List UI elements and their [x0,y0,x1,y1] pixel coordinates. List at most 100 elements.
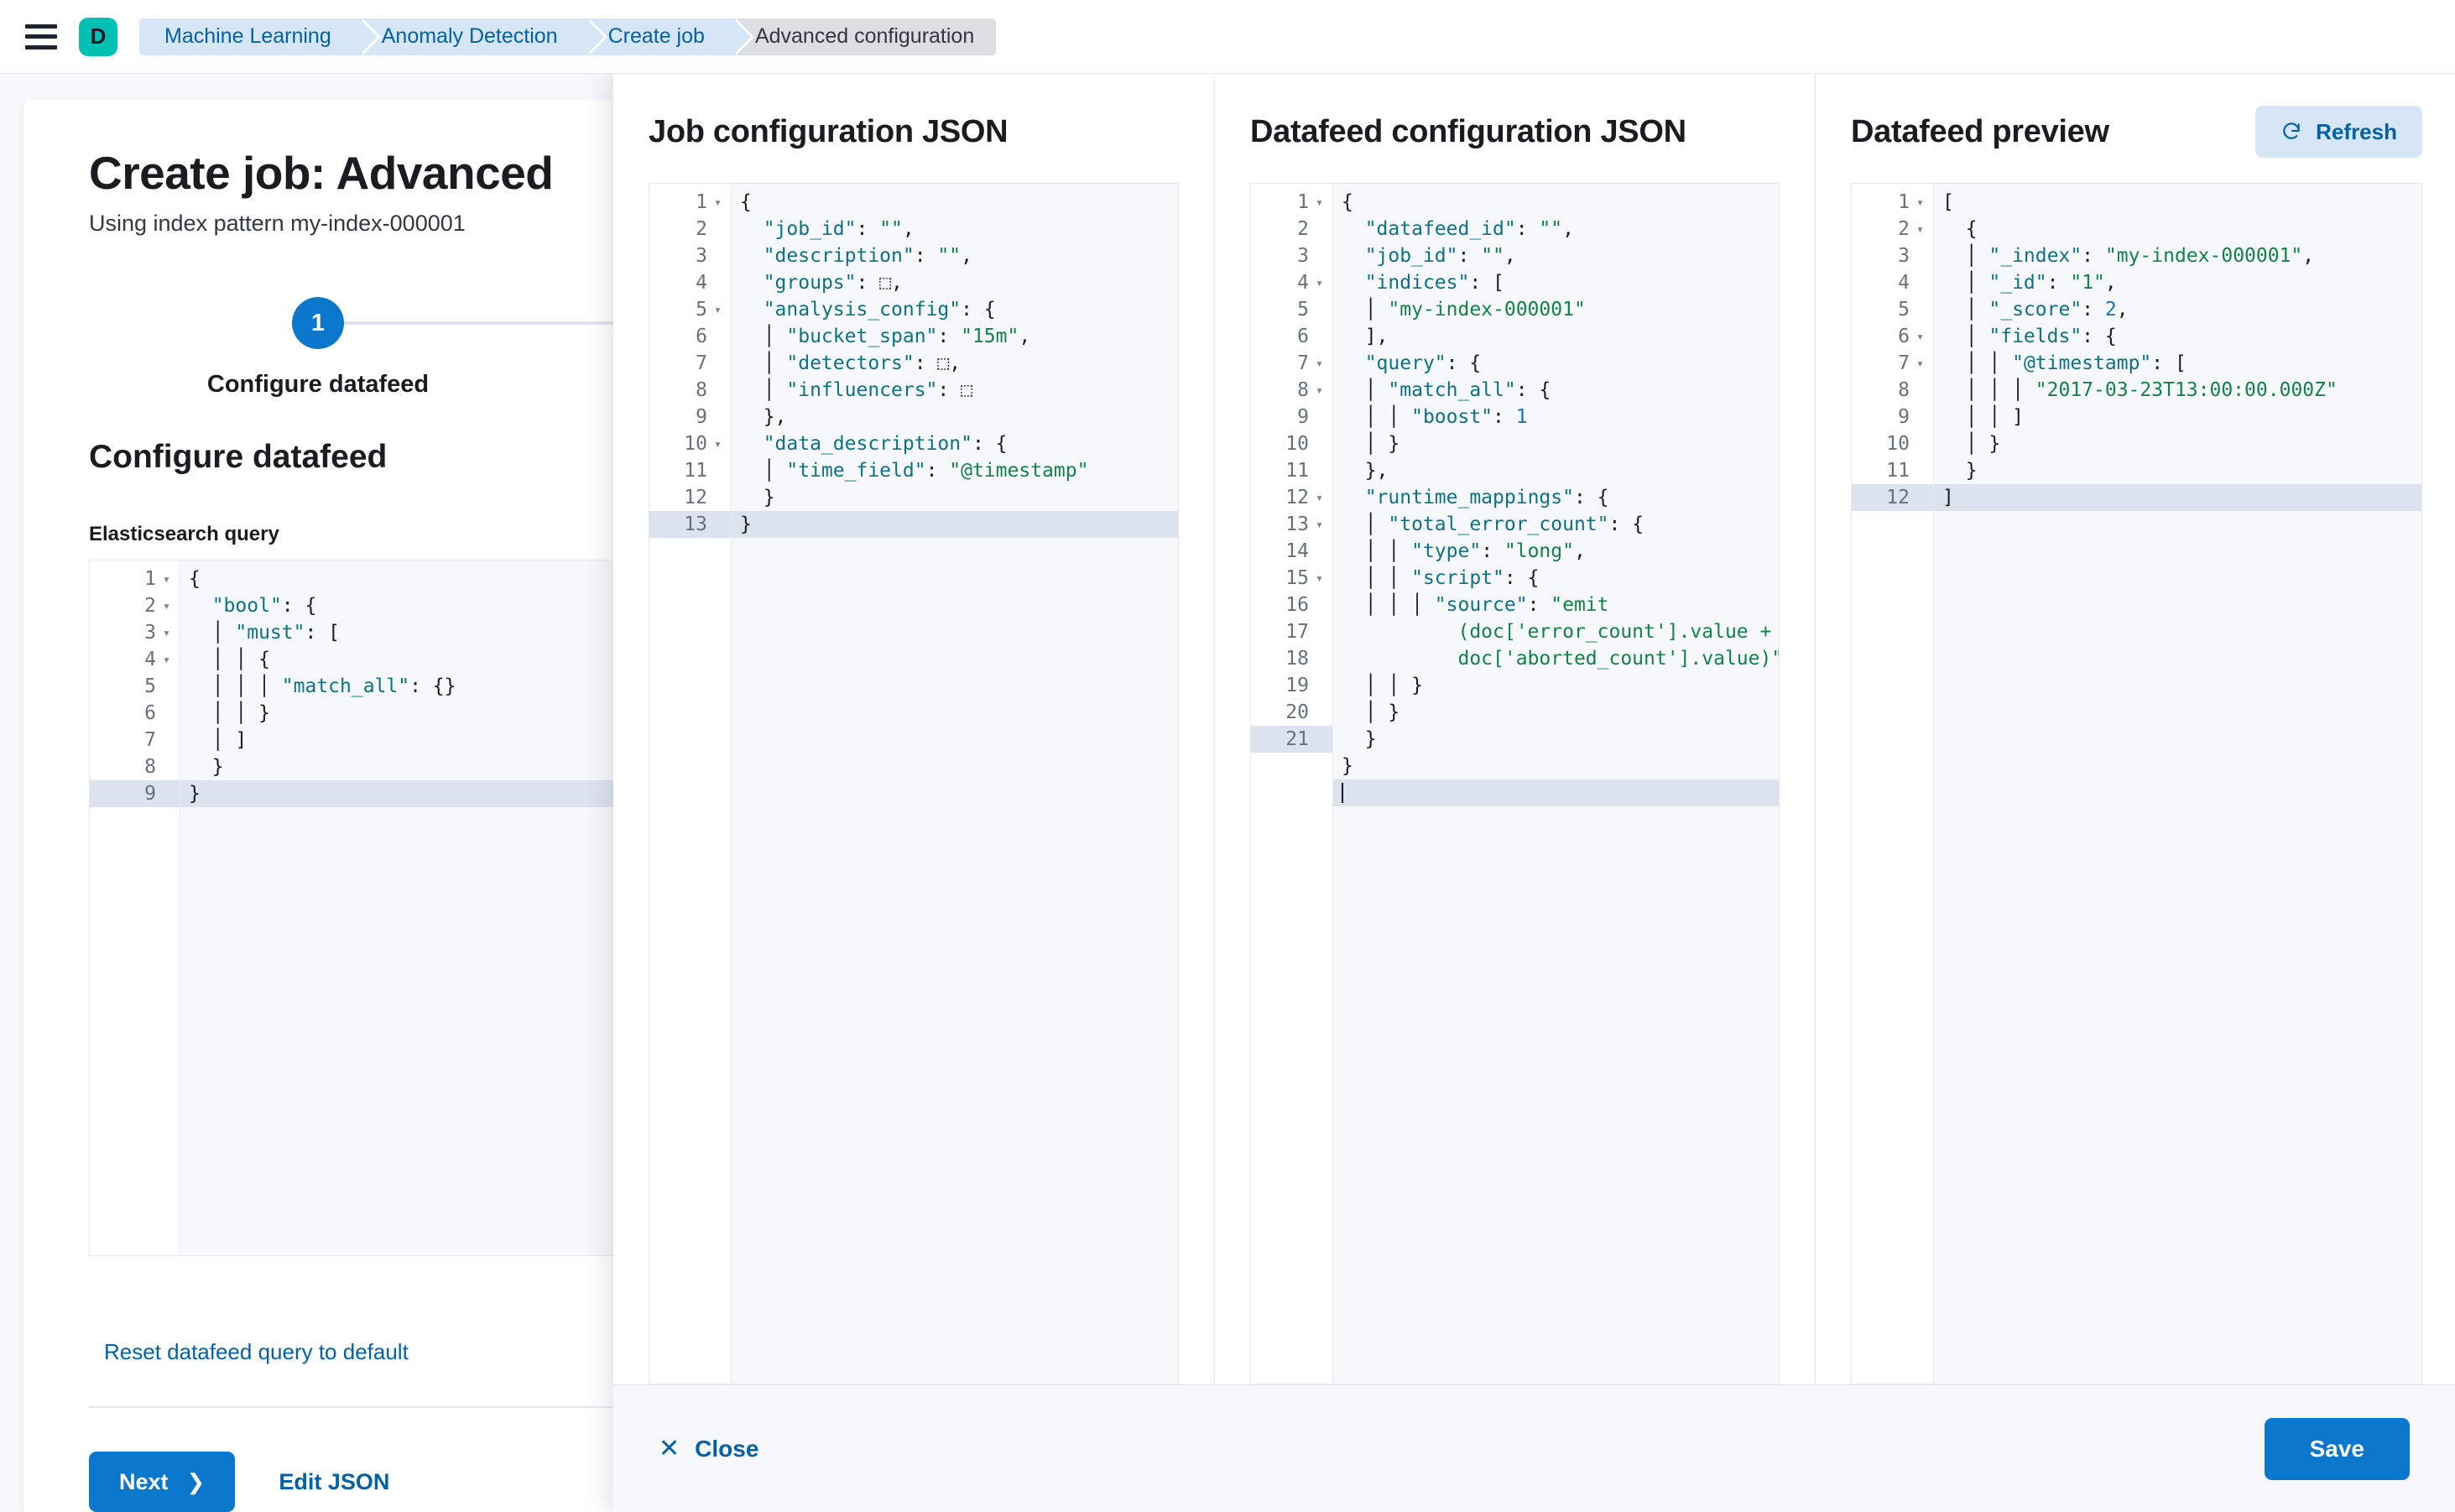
token-p: │ │ │ [189,675,282,697]
fold-toggle-icon[interactable]: ▾ [1316,383,1324,398]
close-button[interactable]: ✕ Close [659,1434,758,1463]
token-p: } [1342,728,1377,750]
code-line: { [1333,189,1779,216]
code-line: } [732,484,1178,511]
token-s: "2017-03-23T13:00:00.000Z" [2035,379,2338,401]
fold-toggle-icon[interactable]: ▾ [163,571,171,587]
line-number: 10 [1886,433,1910,455]
editor-code-area[interactable]: [ { │ "_index": "my-index-000001", │ "_i… [1934,184,2421,1384]
token-p: , [961,245,972,267]
refresh-icon [2283,123,2300,139]
fold-toggle-icon[interactable]: ▾ [1916,195,1925,210]
breadcrumb-item-4[interactable]: Advanced configuration [732,18,997,55]
code-line: "description": "", [732,242,1178,269]
breadcrumb-item-1[interactable]: Machine Learning [139,18,381,55]
line-number: 6 [696,326,707,347]
editor-code-area[interactable]: { "datafeed_id": "", "job_id": "", "indi… [1333,184,1779,1384]
token-p [1342,245,1365,267]
hamburger-menu-icon[interactable] [25,23,57,50]
token-p: │ │ │ [1942,379,2035,401]
code-line: │ } [1934,430,2421,457]
fold-toggle-icon[interactable]: ▾ [163,625,171,640]
code-line: "query": { [1333,350,1779,377]
line-number: 6▾ [1852,323,1933,350]
line-number: 2▾ [90,592,180,619]
token-p: } [189,783,201,805]
token-p: : [1515,218,1540,240]
line-number: 16 [1285,594,1309,616]
token-k: "@timestamp" [2012,352,2152,374]
close-button-label: Close [695,1435,759,1462]
token-p: , [1573,540,1586,562]
fold-toggle-icon[interactable]: ▾ [1316,571,1324,586]
fold-toggle-icon[interactable]: ▾ [714,195,722,210]
line-number: 13 [649,511,731,538]
token-p: } [1942,460,1978,482]
section-title: Configure datafeed [89,439,388,475]
code-line: │ "must": [ [180,619,1040,646]
fold-toggle-icon[interactable]: ▾ [1316,356,1324,371]
fold-toggle-icon[interactable]: ▾ [163,598,171,613]
code-line: │ "time_field": "@timestamp" [732,457,1178,484]
fold-toggle-icon[interactable]: ▾ [1916,329,1925,344]
code-line: │ │ "@timestamp": [ [1934,350,2421,377]
token-p: │ ] [189,729,248,751]
datafeed-preview-title: Datafeed preview [1851,113,2109,149]
token-p: │ │ [1342,540,1412,562]
refresh-button[interactable]: Refresh [2255,106,2422,158]
token-p: │ [189,622,236,644]
next-button[interactable]: Next ❯ [89,1452,236,1512]
hamburger-bar [25,44,57,50]
token-k: "_score" [1988,299,2082,321]
fold-toggle-icon[interactable]: ▾ [1316,275,1324,290]
line-number: 1▾ [1852,189,1933,216]
line-number: 12 [1852,484,1933,511]
reset-datafeed-query-link[interactable]: Reset datafeed query to default [104,1339,409,1364]
save-button[interactable]: Save [2264,1417,2410,1480]
token-p: │ } [1942,433,2001,455]
fold-toggle-icon[interactable]: ▾ [714,302,722,317]
token-p: : [1457,245,1482,267]
chevron-right-icon: ❯ [186,1468,206,1494]
fold-toggle-icon[interactable]: ▾ [1316,195,1324,210]
line-number: 14 [1285,540,1309,562]
fold-toggle-icon[interactable]: ▾ [163,652,171,667]
token-p: { [1342,191,1353,213]
token-p: : [856,218,880,240]
token-p: } [189,756,224,778]
token-k: "runtime_mappings" [1364,487,1574,508]
token-p: : [ [1469,272,1504,294]
token-p: , [2116,299,2129,321]
breadcrumb-item-2[interactable]: Anomaly Detection [359,18,607,55]
refresh-button-label: Refresh [2316,118,2397,144]
edit-json-button[interactable]: Edit JSON [279,1468,390,1494]
code-line: │ │ "type": "long", [1333,538,1779,565]
code-line: │ "_index": "my-index-000001", [1934,242,2421,269]
breadcrumb-item-3[interactable]: Create job [586,18,755,55]
token-k: "job_id" [1364,245,1458,267]
line-number: 11 [1886,460,1910,482]
line-number: 12▾ [1251,484,1332,511]
app-logo[interactable]: D [79,17,117,56]
step-indicator-1[interactable]: 1 [292,297,344,349]
token-p: } [1342,755,1353,777]
line-number: 4▾ [1251,269,1332,296]
editor-code-area[interactable]: { "job_id": "", "description": "", "grou… [732,184,1178,1384]
fold-toggle-icon[interactable]: ▾ [1916,222,1925,237]
line-number: 11 [1285,460,1309,482]
token-k: "analysis_config" [763,299,962,321]
line-number: 21 [1251,726,1332,753]
token-p: │ } [1342,433,1400,455]
fold-toggle-icon[interactable]: ▾ [1316,490,1324,505]
fold-toggle-icon[interactable]: ▾ [1316,517,1324,532]
fold-toggle-icon[interactable]: ▾ [714,436,722,451]
datafeed-preview-header: Datafeed preview Refresh [1851,104,2422,159]
fold-toggle-icon[interactable]: ▾ [1916,356,1925,371]
